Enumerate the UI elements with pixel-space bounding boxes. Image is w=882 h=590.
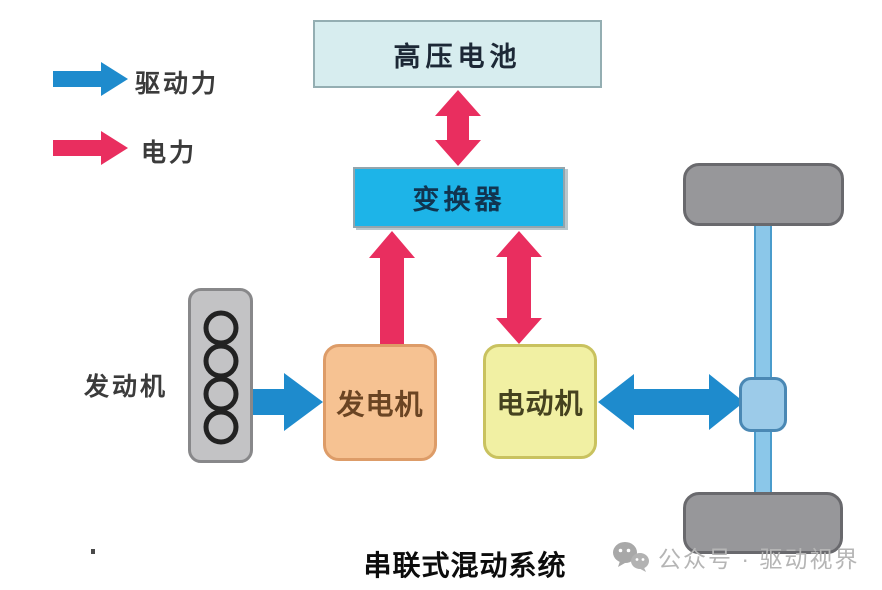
generator-converter-power-arrow [369,231,415,346]
differential-gearbox [739,377,787,432]
legend-power-label: 电力 [141,139,198,167]
legend-drive-arrow-icon [53,62,128,96]
converter-motor-power-arrow [496,231,542,344]
motor-node: 电动机 [483,344,597,459]
engine-block [188,288,253,463]
watermark: 公众号 · 驱动视界 [612,540,859,574]
wechat-icon [613,542,649,572]
engine-generator-drive-arrow [216,373,323,431]
converter-label: 变换器 [412,185,506,215]
legend-drive-label: 驱动力 [135,70,220,98]
motor-label: 电动机 [496,387,584,419]
wheel-top [683,163,844,226]
generator-node: 发电机 [323,344,437,461]
axle-shaft [754,224,772,494]
diagram-caption: 串联式混动系统 [363,550,567,581]
legend-power-arrow-icon [53,131,128,165]
engine-label: 发动机 [84,373,169,401]
battery-node: 高压电池 [313,20,602,88]
battery-label: 高压电池 [393,41,522,72]
artifact-dot [91,549,95,554]
generator-label: 发电机 [336,388,424,420]
motor-axle-drive-arrow [598,374,744,430]
wheel-bottom [683,492,843,554]
battery-converter-power-arrow [435,90,481,166]
engine-cylinders-icon [203,310,239,445]
watermark-text: 公众号 · 驱动视界 [658,546,860,572]
converter-node: 变换器 [353,167,565,228]
